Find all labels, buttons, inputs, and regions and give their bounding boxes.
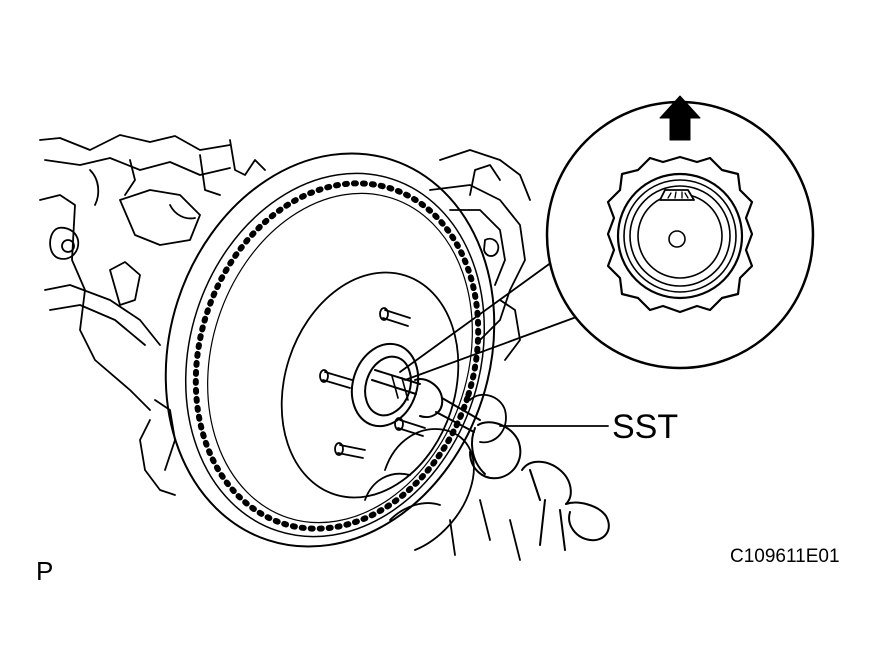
wheel-studs xyxy=(319,307,426,459)
view-label: P xyxy=(36,556,53,586)
sst-label: SST xyxy=(612,408,678,446)
brake-disc xyxy=(164,152,496,548)
hand-holding-tool xyxy=(364,393,521,561)
figure-code: C109611E01 xyxy=(730,546,840,567)
caliper xyxy=(429,149,531,361)
arrow-up-icon xyxy=(659,95,701,141)
special-service-tool xyxy=(371,369,610,551)
suspension-background xyxy=(39,134,266,496)
socket-twelve-point-outline xyxy=(606,155,754,314)
magnified-detail xyxy=(545,100,815,370)
magnifier-leader xyxy=(399,261,591,381)
